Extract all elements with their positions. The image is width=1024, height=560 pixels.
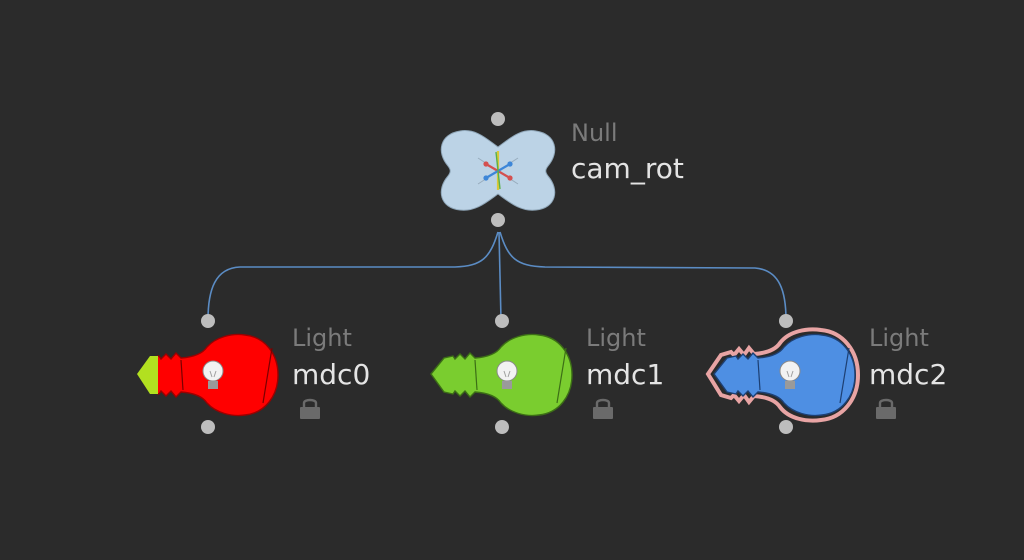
wire-null-to-mdc0[interactable] [207,231,499,321]
lock-icon[interactable] [300,398,320,419]
null-axis-icon [477,151,519,190]
wire-null-to-mdc2[interactable] [499,231,787,321]
node-name-label[interactable]: mdc1 [586,358,665,391]
lock-icon[interactable] [593,398,613,419]
lock-icon[interactable] [876,398,896,419]
input-connector[interactable] [491,112,505,126]
node-type-label: Light [586,324,646,352]
node-type-label: Null [571,119,618,147]
null-node-cam-rot[interactable] [440,112,556,227]
node-name-label[interactable]: cam_rot [571,152,684,185]
node-type-label: Light [869,324,929,352]
node-name-label[interactable]: mdc0 [292,358,371,391]
output-connector[interactable] [201,420,215,434]
input-connector[interactable] [779,314,793,328]
output-connector[interactable] [495,420,509,434]
input-connector[interactable] [495,314,509,328]
light-bulb-tip [137,356,158,394]
node-name-label[interactable]: mdc2 [869,358,948,391]
light-bulb-icon [202,360,224,389]
selection-outline [705,327,861,423]
light-node-mdc1[interactable] [430,314,573,434]
light-bulb-icon [779,360,801,389]
light-node-mdc2[interactable] [705,314,861,434]
wire-null-to-mdc1[interactable] [498,231,502,321]
output-connector[interactable] [491,213,505,227]
light-node-mdc0[interactable] [137,314,279,434]
input-connector[interactable] [201,314,215,328]
light-bulb-icon [496,360,518,389]
output-connector[interactable] [779,420,793,434]
node-type-label: Light [292,324,352,352]
wires [207,231,787,321]
